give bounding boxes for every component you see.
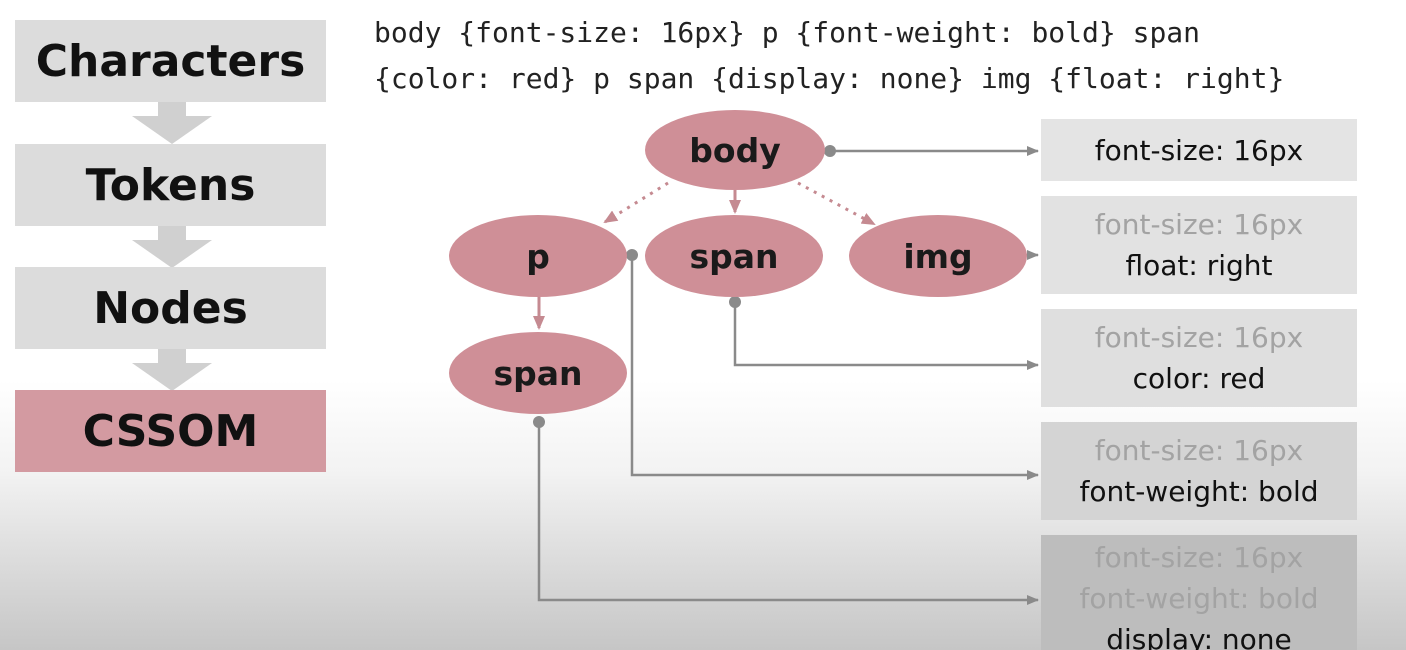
down-arrow-icon xyxy=(132,102,212,144)
connector-p xyxy=(630,255,1039,480)
style-own: color: red xyxy=(1132,362,1266,395)
down-arrow-icon xyxy=(132,349,212,391)
stage-tokens: Tokens xyxy=(15,144,326,226)
style-own: font-weight: bold xyxy=(1079,475,1319,508)
style-own: display: none xyxy=(1106,623,1292,650)
connector-p-span xyxy=(537,422,1039,605)
stage-cssom: CSSOM xyxy=(15,390,326,472)
style-inherited: font-weight: bold xyxy=(1079,582,1319,615)
style-box-p-span: font-size: 16px font-weight: bold displa… xyxy=(1041,535,1357,650)
style-own: float: right xyxy=(1125,249,1273,282)
stage-nodes: Nodes xyxy=(15,267,326,349)
node-body: body xyxy=(645,110,825,190)
style-own: font-size: 16px xyxy=(1094,133,1304,167)
style-box-p: font-size: 16px font-weight: bold xyxy=(1041,422,1357,520)
style-box-body: font-size: 16px xyxy=(1041,119,1357,181)
edge-body-p xyxy=(603,181,669,224)
style-inherited: font-size: 16px xyxy=(1094,541,1304,574)
edge-body-img xyxy=(797,181,876,226)
style-inherited: font-size: 16px xyxy=(1094,434,1304,467)
node-span: span xyxy=(645,215,823,297)
style-box-span: font-size: 16px color: red xyxy=(1041,309,1357,407)
node-p: p xyxy=(449,215,627,297)
node-img: img xyxy=(849,215,1027,297)
connector-span xyxy=(733,302,1039,370)
style-inherited: font-size: 16px xyxy=(1094,208,1304,241)
stage-characters: Characters xyxy=(15,20,326,102)
down-arrow-icon xyxy=(132,226,212,268)
node-p-span: span xyxy=(449,332,627,414)
style-inherited: font-size: 16px xyxy=(1094,321,1304,354)
css-code-line: {color: red} p span {display: none} img … xyxy=(374,62,1285,95)
style-box-img: font-size: 16px float: right xyxy=(1041,196,1357,294)
css-code-line: body {font-size: 16px} p {font-weight: b… xyxy=(374,16,1201,49)
